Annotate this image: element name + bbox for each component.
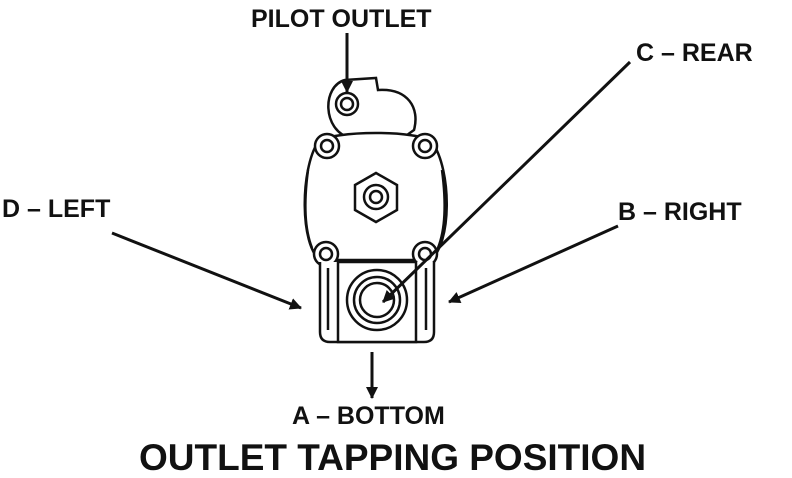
leader-arrows: [111, 33, 632, 399]
bottom-outlet-port: [345, 268, 409, 332]
right-label: B – RIGHT: [618, 198, 742, 226]
rear-arrow: [381, 60, 632, 304]
valve-body-drawing: [303, 76, 448, 344]
pilot-outlet-label: PILOT OUTLET: [251, 5, 432, 33]
corner-bolts: [312, 132, 439, 268]
diagram-title: OUTLET TAPPING POSITION: [139, 437, 646, 478]
left-label: D – LEFT: [2, 195, 110, 223]
left-arrow: [111, 231, 302, 310]
rear-label: C – REAR: [636, 39, 753, 67]
bottom-label: A – BOTTOM: [292, 402, 445, 430]
pilot-port: [334, 91, 360, 117]
right-arrow: [448, 224, 619, 304]
